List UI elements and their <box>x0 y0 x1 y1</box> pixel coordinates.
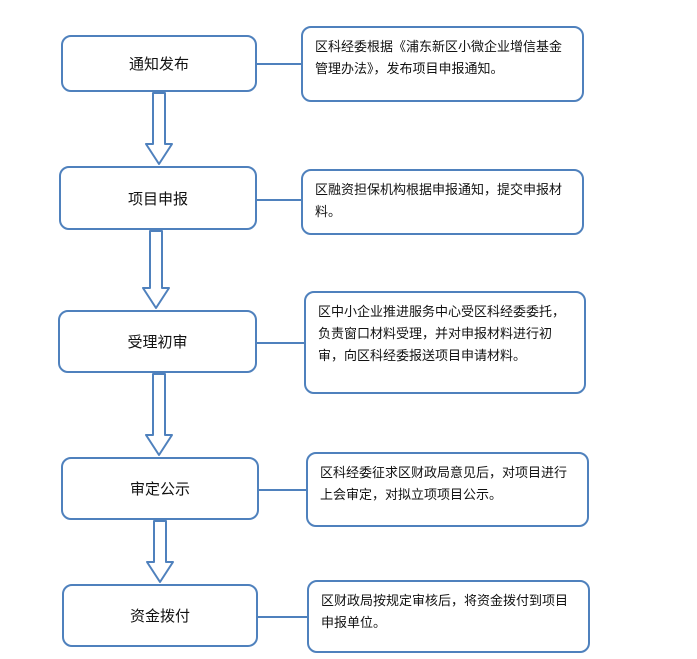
note-text-1: 区科经委根据《浦东新区小微企业增信基金管理办法》，发布项目申报通知。 <box>315 40 563 77</box>
note-box-2: 区融资担保机构根据申报通知，提交申报材料。 <box>301 169 584 235</box>
step-label-1: 通知发布 <box>128 55 189 73</box>
note-text-4: 区科经委征求区财政局意见后，对项目进行上会审定，对拟立项项目公示。 <box>320 466 568 503</box>
connector-line-2 <box>257 199 301 201</box>
step-box-4: 审定公示 <box>61 457 259 520</box>
connector-line-3 <box>257 342 304 344</box>
note-box-1: 区科经委根据《浦东新区小微企业增信基金管理办法》，发布项目申报通知。 <box>301 26 584 102</box>
step-label-4: 审定公示 <box>129 480 190 498</box>
note-text-3: 区中小企业推进服务中心受区科经委委托，负责窗口材料受理，并对申报材料进行初审，向… <box>318 305 566 364</box>
connector-line-4 <box>259 489 306 491</box>
down-arrow-icon <box>142 230 170 309</box>
note-box-3: 区中小企业推进服务中心受区科经委委托，负责窗口材料受理，并对申报材料进行初审，向… <box>304 291 586 394</box>
step-box-2: 项目申报 <box>59 166 257 230</box>
connector-line-5 <box>258 616 307 618</box>
step-box-1: 通知发布 <box>61 35 257 92</box>
down-arrow-icon <box>145 92 173 165</box>
down-arrow-icon <box>146 520 174 583</box>
step-box-3: 受理初审 <box>58 310 257 373</box>
step-label-5: 资金拨付 <box>129 607 190 625</box>
note-box-4: 区科经委征求区财政局意见后，对项目进行上会审定，对拟立项项目公示。 <box>306 452 589 527</box>
step-box-5: 资金拨付 <box>62 584 258 647</box>
note-text-5: 区财政局按规定审核后，将资金拨付到项目申报单位。 <box>321 594 569 631</box>
step-label-3: 受理初审 <box>127 333 188 351</box>
step-label-2: 项目申报 <box>127 189 188 208</box>
connector-line-1 <box>257 63 301 65</box>
note-box-5: 区财政局按规定审核后，将资金拨付到项目申报单位。 <box>307 580 590 653</box>
down-arrow-icon <box>145 373 173 456</box>
note-text-2: 区融资担保机构根据申报通知，提交申报材料。 <box>315 183 563 220</box>
